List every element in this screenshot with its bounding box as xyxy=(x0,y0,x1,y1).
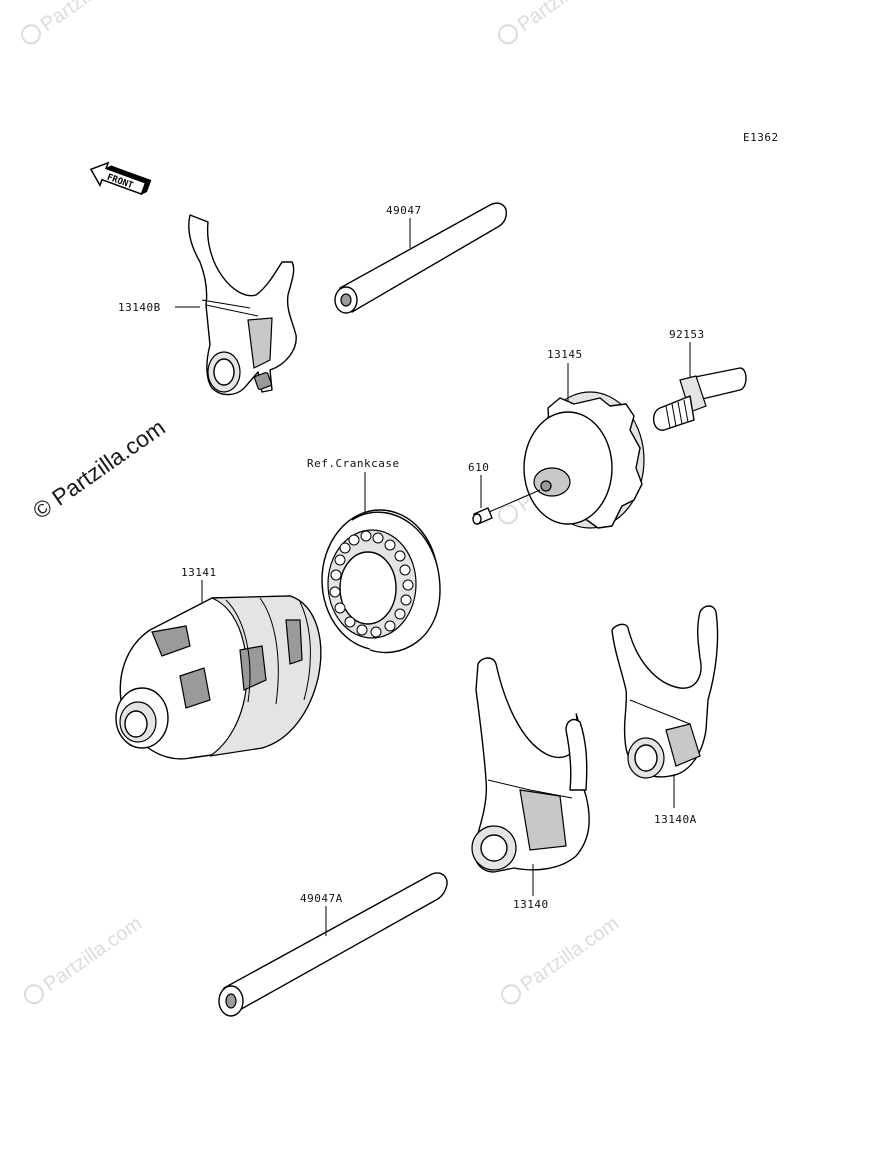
svg-text:Partzilla.com: Partzilla.com xyxy=(37,0,143,36)
watermark-bottom-right: Partzilla.com xyxy=(500,912,623,1005)
bolt-92153[interactable] xyxy=(653,367,747,431)
label-49047: 49047 xyxy=(386,204,422,217)
pin-610[interactable] xyxy=(472,489,541,525)
svg-text:Partzilla.com: Partzilla.com xyxy=(514,0,620,36)
svg-text:Partzilla.com: Partzilla.com xyxy=(517,912,623,996)
bearing-ref-crankcase[interactable] xyxy=(321,509,441,654)
label-13140b: 13140B xyxy=(118,301,161,314)
label-13145: 13145 xyxy=(547,348,583,361)
front-arrow-icon: FRONT xyxy=(89,161,152,196)
diagram-code: E1362 xyxy=(743,131,779,144)
shift-fork-13140b[interactable] xyxy=(188,214,297,396)
watermark-bottom-left: Partzilla.com xyxy=(23,912,146,1005)
shift-drum-13141[interactable] xyxy=(115,595,322,760)
shift-drum-cam-13145[interactable] xyxy=(523,391,645,529)
svg-text:© Partzilla.com: © Partzilla.com xyxy=(28,414,170,524)
svg-text:Partzilla.com: Partzilla.com xyxy=(40,912,146,996)
watermark-top-right: Partzilla.com xyxy=(497,0,620,45)
label-13140: 13140 xyxy=(513,898,549,911)
watermark-main: © Partzilla.com xyxy=(28,414,170,524)
label-610: 610 xyxy=(468,461,489,474)
shaft-49047a[interactable] xyxy=(218,872,448,1017)
shift-fork-13140[interactable] xyxy=(471,657,590,873)
watermark-top-left: Partzilla.com xyxy=(20,0,143,45)
shift-fork-13140a[interactable] xyxy=(611,605,719,779)
shaft-49047[interactable] xyxy=(334,202,507,314)
label-13140a: 13140A xyxy=(654,813,697,826)
label-ref-crankcase: Ref.Crankcase xyxy=(307,457,400,470)
label-49047a: 49047A xyxy=(300,892,343,905)
label-92153: 92153 xyxy=(669,328,705,341)
label-13141: 13141 xyxy=(181,566,217,579)
